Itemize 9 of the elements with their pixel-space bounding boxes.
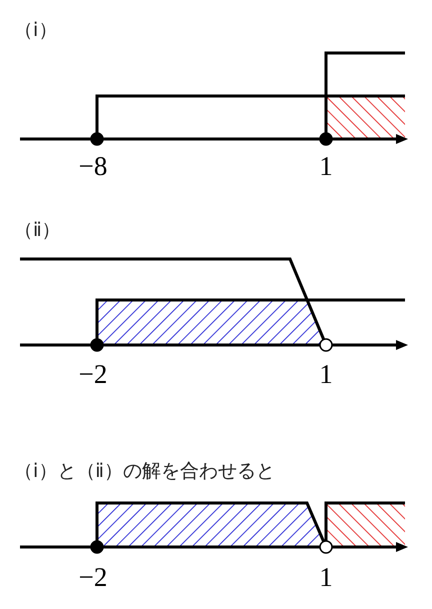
- tick-label: 1: [319, 360, 333, 388]
- section-heading: （ⅰ）と（ⅱ）の解を合わせると: [14, 459, 275, 483]
- tick-label: 1: [319, 152, 333, 180]
- tick-label: −2: [78, 360, 108, 388]
- tick-label: 1: [319, 563, 333, 591]
- section-heading: （ⅰ）: [14, 18, 58, 42]
- tick-label: −2: [78, 563, 108, 591]
- section-heading: （ⅱ）: [14, 218, 61, 242]
- tick-label: −8: [78, 152, 108, 180]
